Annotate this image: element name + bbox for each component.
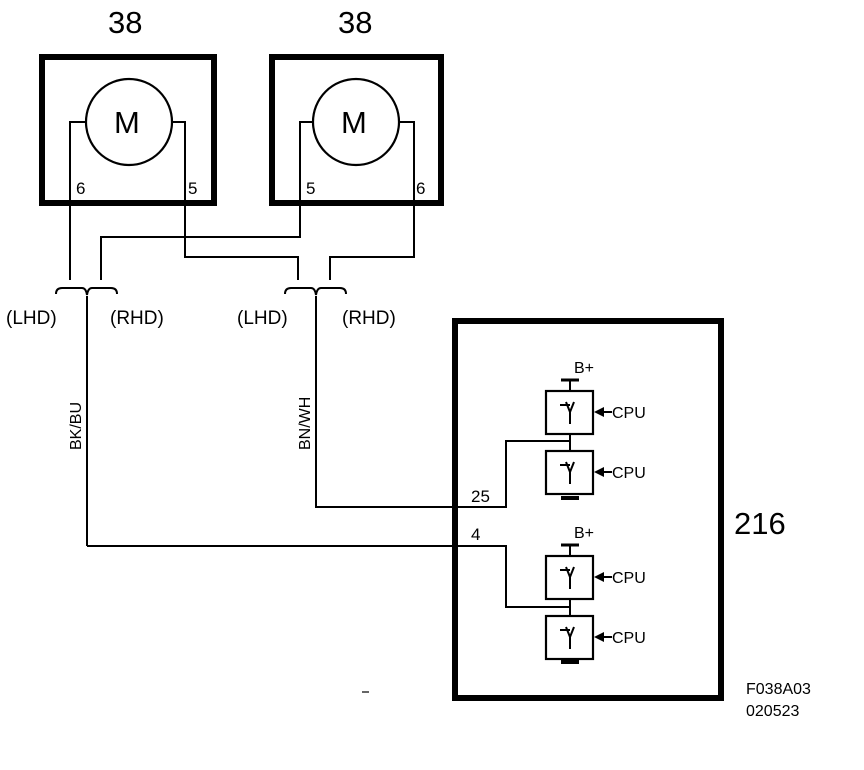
selector-2-brace — [284, 287, 347, 296]
motor-1-symbol: M — [114, 105, 140, 140]
half-bridge-lower: B+ CPU CPU — [544, 525, 646, 664]
supply-label-lower: B+ — [574, 525, 594, 542]
motor-1: 38 M 6 5 — [39, 5, 299, 280]
transistor-icon-1 — [560, 401, 575, 424]
motor-1-wire-5 — [172, 121, 299, 280]
motor-2-symbol: M — [341, 105, 367, 140]
motor-2-pin-left: 5 — [306, 179, 315, 198]
selector-2: (LHD) (RHD) — [237, 287, 570, 508]
control-unit-number: 216 — [734, 506, 786, 541]
half-bridge-upper: B+ CPU CPU — [544, 360, 646, 500]
supply-label-upper: B+ — [574, 360, 594, 377]
transistor-icon-4 — [560, 626, 575, 649]
cpu-label-2: CPU — [612, 465, 646, 482]
selector-1-lhd: (LHD) — [6, 308, 57, 329]
cpu-arrow-1-icon — [594, 407, 604, 417]
motor-1-box — [39, 54, 217, 206]
motor-1-pin-left: 6 — [76, 179, 85, 198]
transistor-icon-2 — [560, 461, 575, 484]
figure-date: 020523 — [746, 703, 799, 720]
control-unit: 216 25 4 B+ CPU CPU B+ — [452, 318, 786, 701]
pin-25-label: 25 — [471, 487, 490, 506]
wire-pin-4-route — [87, 545, 570, 608]
motor-1-number: 38 — [108, 5, 142, 40]
wire-label-bk-bu: BK/BU — [68, 402, 85, 450]
motor-2-wire-6 — [329, 121, 415, 280]
selector-1-rhd: (RHD) — [110, 308, 164, 329]
figure-code: F038A03 — [746, 681, 811, 698]
control-unit-box — [452, 318, 724, 701]
motor-2: 38 M 5 6 — [100, 5, 444, 280]
cpu-label-4: CPU — [612, 630, 646, 647]
motor-2-number: 38 — [338, 5, 372, 40]
cpu-arrow-4-icon — [594, 632, 604, 642]
wire-label-bn-wh: BN/WH — [297, 397, 314, 450]
selector-2-rhd: (RHD) — [342, 308, 396, 329]
cpu-label-3: CPU — [612, 570, 646, 587]
motor-2-wire-5 — [100, 121, 313, 280]
selector-1: (LHD) (RHD) — [6, 287, 164, 546]
cpu-arrow-3-icon — [594, 572, 604, 582]
motor-2-pin-right: 6 — [416, 179, 425, 198]
cpu-label-1: CPU — [612, 405, 646, 422]
cpu-arrow-2-icon — [594, 467, 604, 477]
transistor-icon-3 — [560, 566, 575, 589]
motor-2-box — [269, 54, 444, 206]
pin-4-label: 4 — [471, 525, 480, 544]
selector-1-brace — [55, 287, 118, 296]
motor-1-pin-right: 5 — [188, 179, 197, 198]
motor-1-wire-6 — [69, 121, 86, 280]
wire-bn-wh — [315, 296, 570, 508]
selector-2-lhd: (LHD) — [237, 308, 288, 329]
